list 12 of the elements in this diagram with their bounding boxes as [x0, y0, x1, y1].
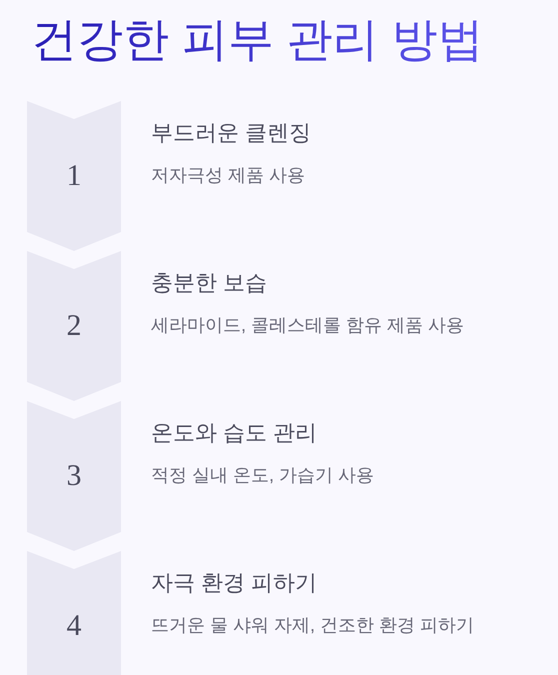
step-description: 적정 실내 온도, 가습기 사용	[151, 464, 374, 487]
step-number-panel: 1	[27, 101, 121, 251]
step-heading: 자극 환경 피하기	[151, 569, 318, 597]
step-number-panel: 3	[27, 401, 121, 551]
step-description: 세라마이드, 콜레스테롤 함유 제품 사용	[151, 314, 464, 337]
step-description: 뜨거운 물 샤워 자제, 건조한 환경 피하기	[151, 614, 474, 637]
step-heading: 온도와 습도 관리	[151, 419, 318, 447]
step-description: 저자극성 제품 사용	[151, 164, 306, 187]
step-number-panel: 4	[27, 551, 121, 675]
step-number-panel: 2	[27, 251, 121, 401]
step-heading: 부드러운 클렌징	[151, 119, 312, 147]
step-heading: 충분한 보습	[151, 269, 268, 297]
